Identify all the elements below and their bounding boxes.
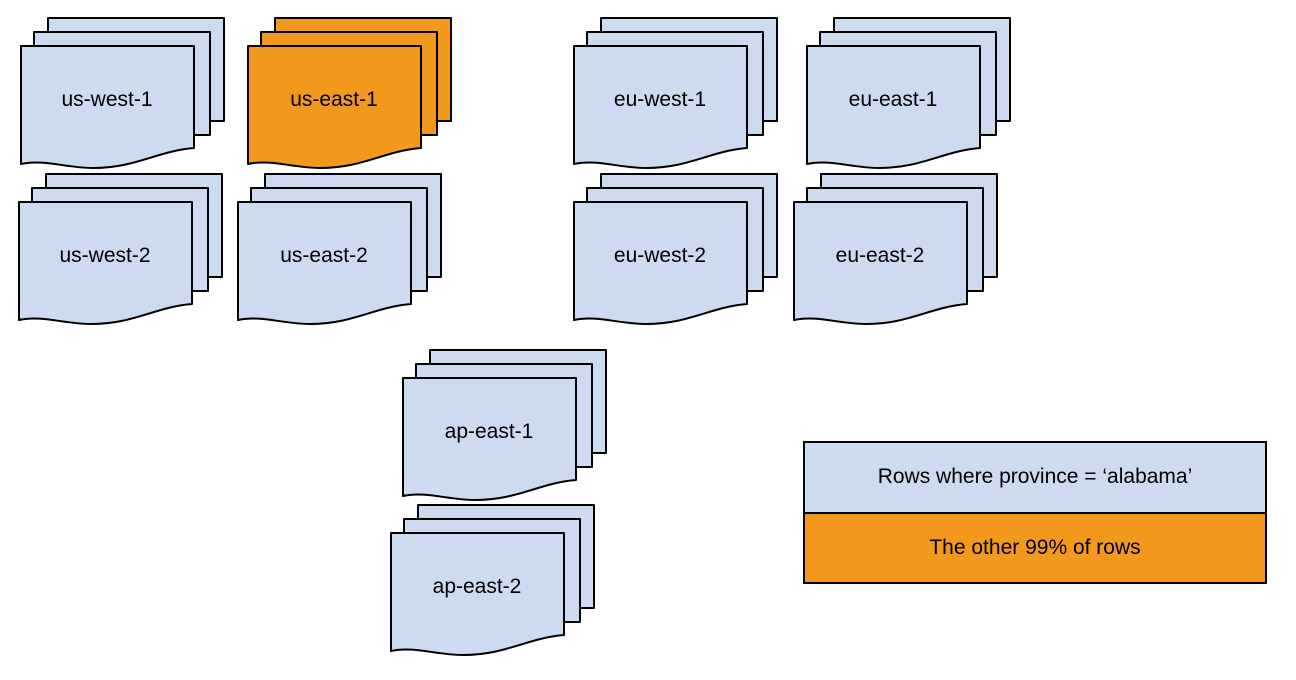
region-stack-ap-east-2: ap-east-2 (390, 503, 596, 657)
region-label: eu-west-1 (613, 88, 707, 111)
region-label: us-west-1 (61, 88, 153, 111)
region-stack-eu-west-2: eu-west-2 (573, 172, 779, 326)
region-label: us-east-1 (290, 88, 378, 111)
legend-row-alabama: Rows where province = ‘alabama’ (805, 443, 1265, 512)
region-stack-eu-east-2: eu-east-2 (793, 172, 999, 326)
region-label: ap-east-1 (444, 420, 534, 443)
region-stack-eu-west-1: eu-west-1 (573, 16, 779, 170)
region-stack-us-east-2: us-east-2 (237, 172, 443, 326)
region-stack-eu-east-1: eu-east-1 (806, 16, 1012, 170)
region-stack-us-west-2: us-west-2 (18, 172, 224, 326)
region-stack-us-east-1: us-east-1 (247, 16, 453, 170)
region-label: eu-east-1 (848, 88, 938, 111)
region-label: us-west-2 (59, 244, 151, 267)
region-label: us-east-2 (280, 244, 368, 267)
region-label: eu-east-2 (835, 244, 925, 267)
region-label: ap-east-2 (432, 575, 522, 598)
legend-label: Rows where province = ‘alabama’ (877, 465, 1193, 489)
legend-row-other-rows: The other 99% of rows (805, 511, 1265, 582)
region-stack-ap-east-1: ap-east-1 (402, 348, 608, 502)
region-stack-us-west-1: us-west-1 (20, 16, 226, 170)
legend-label: The other 99% of rows (929, 535, 1141, 559)
legend: Rows where province = ‘alabama’ The othe… (803, 441, 1267, 584)
region-label: eu-west-2 (613, 244, 707, 267)
